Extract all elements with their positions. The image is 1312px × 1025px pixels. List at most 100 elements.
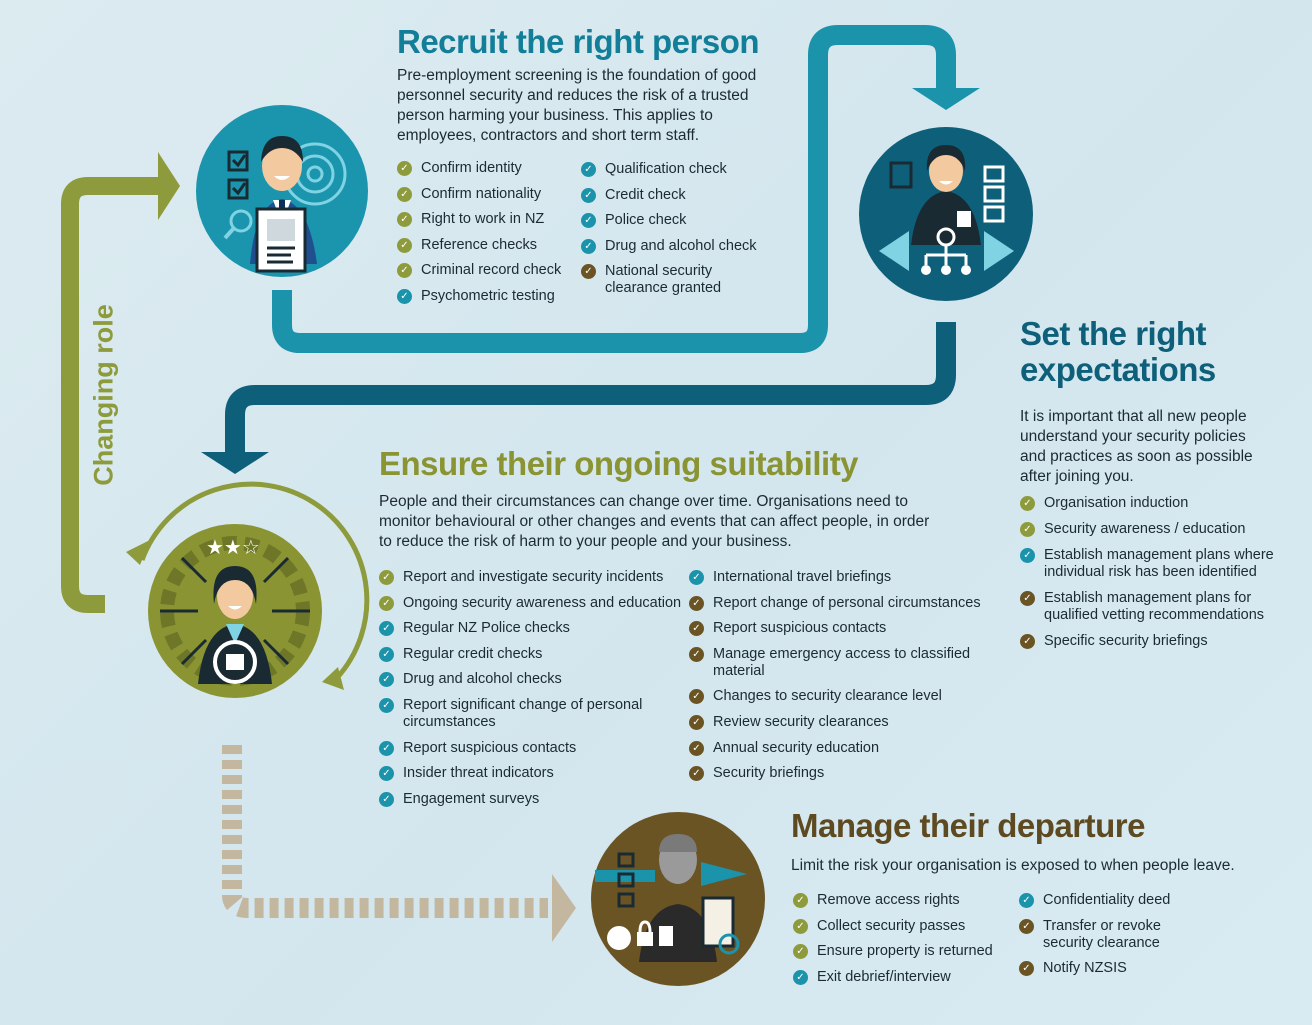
checklist-item: ✓ Police check bbox=[581, 212, 771, 229]
flow-path-recruit-to-expectations bbox=[272, 25, 956, 353]
checklist-item-text: Confirm nationality bbox=[421, 185, 542, 202]
checklist-item-text: Confidentiality deed bbox=[1043, 892, 1171, 908]
check-icon: ✓ bbox=[793, 969, 808, 985]
checklist-item-text: Security briefings bbox=[713, 765, 825, 782]
recruit-checklist-2: ✓Qualification check✓Credit check✓Police… bbox=[581, 161, 771, 306]
checklist-item-text: Engagement surveys bbox=[403, 790, 540, 807]
check-icon: ✓ bbox=[689, 595, 704, 611]
checklist-item: ✓Qualification check bbox=[581, 161, 771, 178]
check-icon: ✓ bbox=[379, 740, 394, 756]
checklist-item-text: Ongoing security awareness and education bbox=[403, 594, 682, 611]
check-icon: ✓ bbox=[397, 237, 412, 253]
exit-door-icon bbox=[659, 926, 673, 946]
checklist-item-text: Remove access rights bbox=[817, 892, 960, 908]
ongoing-checklist-2: ✓International travel briefings✓Report c… bbox=[689, 569, 989, 791]
checklist-item: ✓National security clearance granted bbox=[581, 263, 771, 297]
recruit-section: Recruit the right person Pre-employment … bbox=[397, 23, 777, 146]
checklist-item: ✓Collect security passes bbox=[793, 918, 1003, 935]
recruit-description: Pre-employment screening is the foundati… bbox=[397, 67, 757, 145]
check-icon: ✓ bbox=[581, 213, 596, 229]
check-icon: ✓ bbox=[689, 570, 704, 585]
checklist-item: ✓Insider threat indicators bbox=[379, 765, 684, 782]
checklist-item-text: Regular credit checks bbox=[403, 645, 543, 662]
checklist-item-text: Establish management plans where individ… bbox=[1044, 547, 1274, 580]
expectations-description: It is important that all new people unde… bbox=[1020, 407, 1253, 485]
check-icon: ✓ bbox=[689, 714, 704, 730]
checklist-item-text: Report suspicious contacts bbox=[403, 739, 577, 756]
check-icon: ✓ bbox=[793, 918, 808, 934]
checklist-item: ✓ Report suspicious contacts bbox=[379, 740, 684, 757]
checklist-item-text: Police check bbox=[605, 212, 687, 229]
checklist-item-text: Right to work in NZ bbox=[421, 211, 545, 228]
flow-path-expectations-to-ongoing bbox=[225, 322, 956, 452]
check-icon: ✓ bbox=[397, 263, 412, 279]
checklist-item: ✓ Report suspicious contacts bbox=[689, 620, 989, 637]
arrow-head-changing-role bbox=[158, 152, 180, 220]
checklist-item: ✓ Establish management plans where indivi… bbox=[1020, 547, 1282, 581]
checklist-item-text: Psychometric testing bbox=[421, 287, 555, 304]
check-icon: ✓ bbox=[397, 161, 412, 176]
checklist-item-text: Annual security education bbox=[713, 739, 880, 756]
checklist-item-text: Drug and alcohol checks bbox=[403, 671, 562, 688]
departure-title: Manage their departure bbox=[791, 807, 1145, 844]
expectations-title-line1: Set the right bbox=[1020, 315, 1207, 352]
checklist-item: ✓ Psychometric testing bbox=[397, 288, 582, 305]
checklist-item-text: International travel briefings bbox=[713, 569, 892, 585]
check-icon: ✓ bbox=[379, 672, 394, 688]
checklist-item: ✓Establish management plans for qualifie… bbox=[1020, 590, 1282, 624]
check-icon: ✓ bbox=[1019, 961, 1034, 977]
checklist-item: ✓Changes to security clearance level bbox=[689, 688, 989, 705]
checklist-item-text: Security awareness / education bbox=[1044, 521, 1246, 537]
recruit-title: Recruit the right person bbox=[397, 23, 760, 60]
check-icon: ✓ bbox=[379, 646, 394, 662]
document-icon bbox=[701, 896, 735, 948]
checklist-item: ✓ Transfer or revoke security clearance bbox=[1019, 918, 1199, 952]
checklist-item-text: Report significant change of personal ci… bbox=[403, 696, 643, 730]
checklist-item-text: Reference checks bbox=[421, 236, 538, 253]
checklist-item: ✓Ensure property is returned bbox=[793, 943, 1003, 960]
check-icon: ✓ bbox=[689, 621, 704, 637]
checklist-item: ✓ Exit debrief/interview bbox=[793, 969, 1003, 986]
checklist-item-text: Criminal record check bbox=[421, 262, 562, 279]
checklist-item-text: Exit debrief/interview bbox=[817, 968, 951, 985]
ongoing-title: Ensure their ongoing suitability bbox=[379, 445, 859, 482]
departure-description: Limit the risk your organisation is expo… bbox=[791, 857, 1235, 875]
check-icon: ✓ bbox=[793, 893, 808, 908]
check-icon: ✓ bbox=[689, 766, 704, 782]
recruit-illustration bbox=[196, 105, 368, 277]
refresh-icon bbox=[213, 640, 257, 684]
checklist-item: ✓Annual security education bbox=[689, 740, 989, 757]
checklist-item-text: Manage emergency access to classified ma… bbox=[713, 645, 971, 679]
orbit-arc bbox=[139, 481, 370, 685]
checklist-item-text: Specific security briefings bbox=[1044, 633, 1208, 649]
ongoing-checklist-1: ✓Report and investigate security inciden… bbox=[379, 569, 684, 816]
check-icon: ✓ bbox=[1019, 893, 1034, 908]
checklist-item-text: Transfer or revoke security clearance bbox=[1043, 917, 1161, 951]
changing-role-label: Changing role bbox=[88, 304, 119, 486]
checklist-item: ✓Right to work in NZ bbox=[397, 211, 582, 228]
checklist-item: ✓Notify NZSIS bbox=[1019, 960, 1199, 977]
checklist-item: ✓Review security clearances bbox=[689, 714, 989, 731]
check-icon: ✓ bbox=[1020, 522, 1035, 537]
checklist-item: ✓ Remove access rights bbox=[793, 892, 1003, 909]
expectations-title: Set the right expectations bbox=[1020, 315, 1290, 389]
check-icon: ✓ bbox=[581, 264, 596, 280]
check-icon: ✓ bbox=[1020, 496, 1035, 511]
check-icon: ✓ bbox=[1020, 548, 1035, 563]
checklist-item-text: Report suspicious contacts bbox=[713, 620, 887, 637]
orbit-arrow-2 bbox=[322, 667, 344, 690]
recruit-checklist-1: ✓Confirm identity✓Confirm nationality✓Ri… bbox=[397, 160, 582, 314]
flow-path-changing-role bbox=[61, 177, 160, 613]
checklist-item-text: Insider threat indicators bbox=[403, 765, 554, 782]
departure-checklist-2: ✓ Confidentiality deed ✓ Transfer or revoke… bbox=[1019, 892, 1199, 986]
departure-illustration bbox=[591, 812, 765, 986]
checklist-item: ✓ Criminal record check bbox=[397, 262, 582, 279]
stars-icon: ★★☆ bbox=[206, 537, 260, 559]
check-icon: ✓ bbox=[379, 621, 394, 637]
checklist-item-text: Establish management plans for qualified… bbox=[1044, 590, 1265, 623]
check-icon: ✓ bbox=[1019, 918, 1034, 934]
check-icon: ✓ bbox=[397, 288, 412, 304]
orbit-arrow-1 bbox=[126, 540, 150, 565]
checklist-item: ✓Engagement surveys bbox=[379, 791, 684, 808]
